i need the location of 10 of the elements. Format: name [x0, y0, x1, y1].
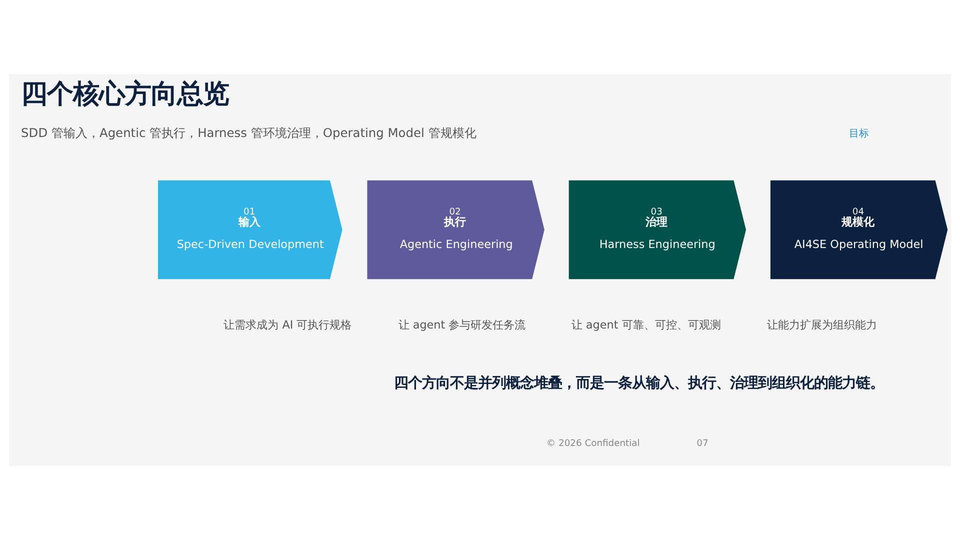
label: © 2026 Confidential — [546, 438, 640, 449]
label: 四个方向不是并列概念堆叠，而是一条从输入、执行、治理到组织化的能力链。 — [394, 375, 884, 392]
label: 目标 — [848, 128, 869, 140]
node-label: 让 agent 参与研发任务流 — [398, 318, 526, 332]
label: 07 — [696, 438, 708, 449]
label: SDD 管输入，Agentic 管执行，Harness 管环境治理，Operating Model 管规模化 — [21, 126, 476, 140]
diagram-title: 四个核心方向总览 — [21, 78, 230, 110]
node-label: 让 agent 可靠、可控、可观测 — [571, 318, 721, 332]
node-label: 让需求成为 AI 可执行规格 — [224, 318, 352, 332]
node-label: 让能力扩展为组织能力 — [766, 318, 877, 332]
